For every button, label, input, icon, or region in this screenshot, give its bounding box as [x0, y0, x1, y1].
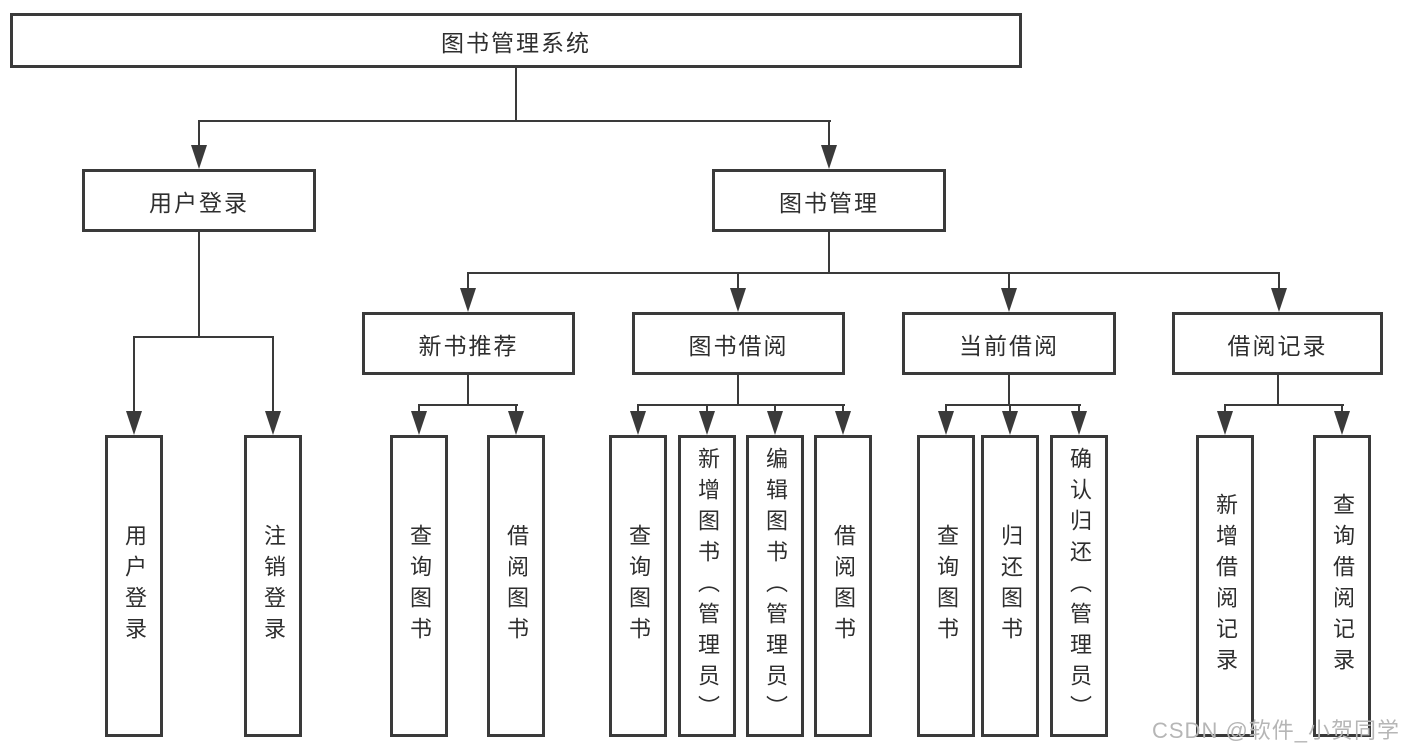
leaf-newbooks-borrow-books: 借阅图书 — [487, 435, 545, 737]
arrowhead-down-icon — [1071, 411, 1087, 435]
arrowhead-down-icon — [265, 411, 281, 435]
leaf-records-add-record: 新增借阅记录 — [1196, 435, 1254, 737]
connector-line — [1224, 404, 1226, 414]
arrowhead-down-icon — [767, 411, 783, 435]
arrowhead-down-icon — [821, 145, 837, 169]
arrowhead-down-icon — [630, 411, 646, 435]
node-user-login: 用户登录 — [82, 169, 316, 232]
arrowhead-down-icon — [938, 411, 954, 435]
arrowhead-down-icon — [126, 411, 142, 435]
leaf-borrow-add-books-admin: 新增图书（管理员） — [678, 435, 736, 737]
connector-line — [774, 404, 776, 414]
leaf-borrow-edit-books-admin: 编辑图书（管理员） — [746, 435, 804, 737]
arrowhead-down-icon — [1217, 411, 1233, 435]
connector-line — [1008, 375, 1010, 406]
node-book-borrowing: 图书借阅 — [632, 312, 845, 375]
leaf-current-confirm-return-admin: 确认归还（管理员） — [1050, 435, 1108, 737]
leaf-current-query-books: 查询图书 — [917, 435, 975, 737]
leaf-current-return-books: 归还图书 — [981, 435, 1039, 737]
connector-line — [1278, 272, 1280, 290]
connector-line — [637, 404, 639, 414]
connector-line — [828, 232, 830, 274]
node-current-borrowing: 当前借阅 — [902, 312, 1116, 375]
arrowhead-down-icon — [460, 288, 476, 312]
arrowhead-down-icon — [191, 145, 207, 169]
connector-line — [1277, 375, 1279, 406]
connector-line — [706, 404, 708, 414]
connector-line — [828, 120, 830, 147]
arrowhead-down-icon — [1334, 411, 1350, 435]
connector-line — [467, 272, 1280, 274]
connector-line — [945, 404, 947, 414]
arrowhead-down-icon — [730, 288, 746, 312]
connector-line — [737, 272, 739, 290]
connector-line — [198, 232, 200, 338]
connector-line — [842, 404, 844, 414]
connector-line — [198, 120, 200, 147]
arrowhead-down-icon — [508, 411, 524, 435]
connector-line — [418, 404, 518, 406]
connector-line — [133, 336, 135, 413]
connector-line — [467, 375, 469, 406]
connector-line — [1224, 404, 1344, 406]
connector-line — [133, 336, 274, 338]
arrowhead-down-icon — [699, 411, 715, 435]
connector-line — [515, 68, 517, 121]
arrowhead-down-icon — [1001, 288, 1017, 312]
connector-line — [198, 120, 831, 122]
arrowhead-down-icon — [1271, 288, 1287, 312]
arrowhead-down-icon — [411, 411, 427, 435]
connector-line — [737, 375, 739, 406]
connector-line — [1008, 272, 1010, 290]
connector-line — [467, 272, 469, 290]
leaf-user-login: 用户登录 — [105, 435, 163, 737]
node-book-management-system: 图书管理系统 — [10, 13, 1022, 68]
node-book-management: 图书管理 — [712, 169, 946, 232]
connector-line — [1078, 404, 1080, 414]
connector-line — [418, 404, 420, 414]
connector-line — [1009, 404, 1011, 414]
leaf-borrow-query-books: 查询图书 — [609, 435, 667, 737]
csdn-watermark: CSDN @软件_小贺同学 — [1152, 718, 1401, 743]
leaf-newbooks-query-books: 查询图书 — [390, 435, 448, 737]
leaf-logout: 注销登录 — [244, 435, 302, 737]
connector-line — [515, 404, 517, 414]
arrowhead-down-icon — [1002, 411, 1018, 435]
leaf-borrow-borrow-books: 借阅图书 — [814, 435, 872, 737]
connector-line — [1341, 404, 1343, 414]
node-borrow-records: 借阅记录 — [1172, 312, 1383, 375]
node-new-book-recommend: 新书推荐 — [362, 312, 575, 375]
connector-line — [272, 336, 274, 413]
connector-line — [945, 404, 1081, 406]
arrowhead-down-icon — [835, 411, 851, 435]
connector-line — [637, 404, 845, 406]
leaf-records-query-record: 查询借阅记录 — [1313, 435, 1371, 737]
